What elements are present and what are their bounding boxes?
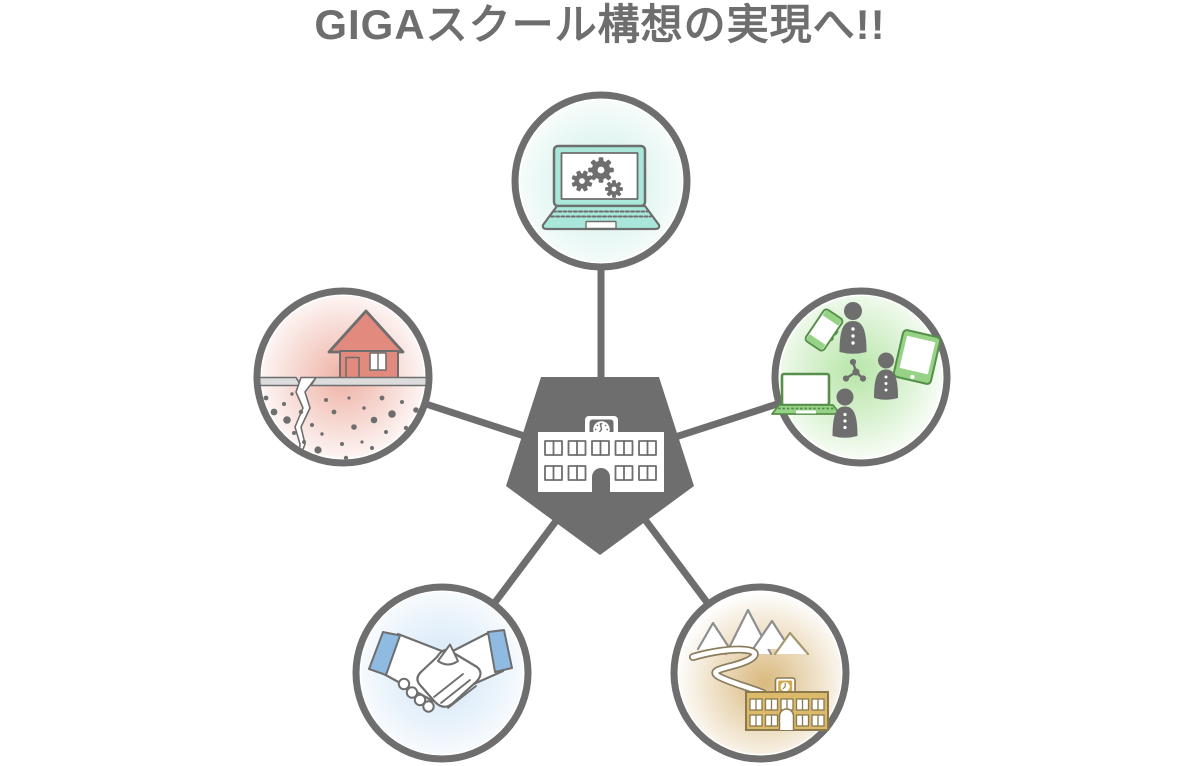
winding-road [689, 645, 767, 697]
school-door [592, 468, 610, 492]
cracked-ground-house-icon [260, 309, 426, 460]
mountain-village-school-icon [689, 608, 829, 731]
laptop-touchpad [585, 220, 617, 230]
gear-icon [605, 180, 623, 198]
school-door [778, 708, 795, 730]
page-title: GIGAスクール構想の実現へ!! [314, 1, 886, 48]
laptop-gears-icon [541, 144, 661, 231]
people-devices-network-icon [771, 302, 942, 438]
node-top [511, 91, 691, 271]
clock-hands [782, 682, 786, 690]
person-icon [832, 388, 858, 438]
gear-icon [588, 157, 614, 183]
smartphone-icon [804, 308, 844, 352]
handshake-icon [368, 629, 513, 713]
node-bottom-right [670, 583, 850, 763]
finger-lines [433, 673, 477, 709]
school-windows [544, 440, 657, 481]
person-icon [874, 352, 898, 400]
left-cuff [368, 631, 401, 676]
person-icon [839, 302, 867, 354]
house-door [345, 356, 360, 379]
network-hub-icon [842, 358, 867, 382]
school-building-icon [538, 416, 664, 492]
right-cuff [487, 629, 513, 673]
school-building-small [745, 677, 829, 731]
school-hub [506, 377, 694, 555]
ground-left [260, 376, 302, 387]
gear-icon [571, 170, 593, 192]
tablet-icon [892, 329, 942, 385]
mountains [696, 608, 810, 656]
node-bottom-left [352, 583, 532, 763]
node-right [771, 287, 951, 467]
laptop-icon [771, 372, 841, 415]
thumb [437, 643, 459, 666]
node-left [253, 287, 433, 467]
ground-right [310, 376, 426, 387]
left-hand-knuckles [397, 677, 435, 713]
